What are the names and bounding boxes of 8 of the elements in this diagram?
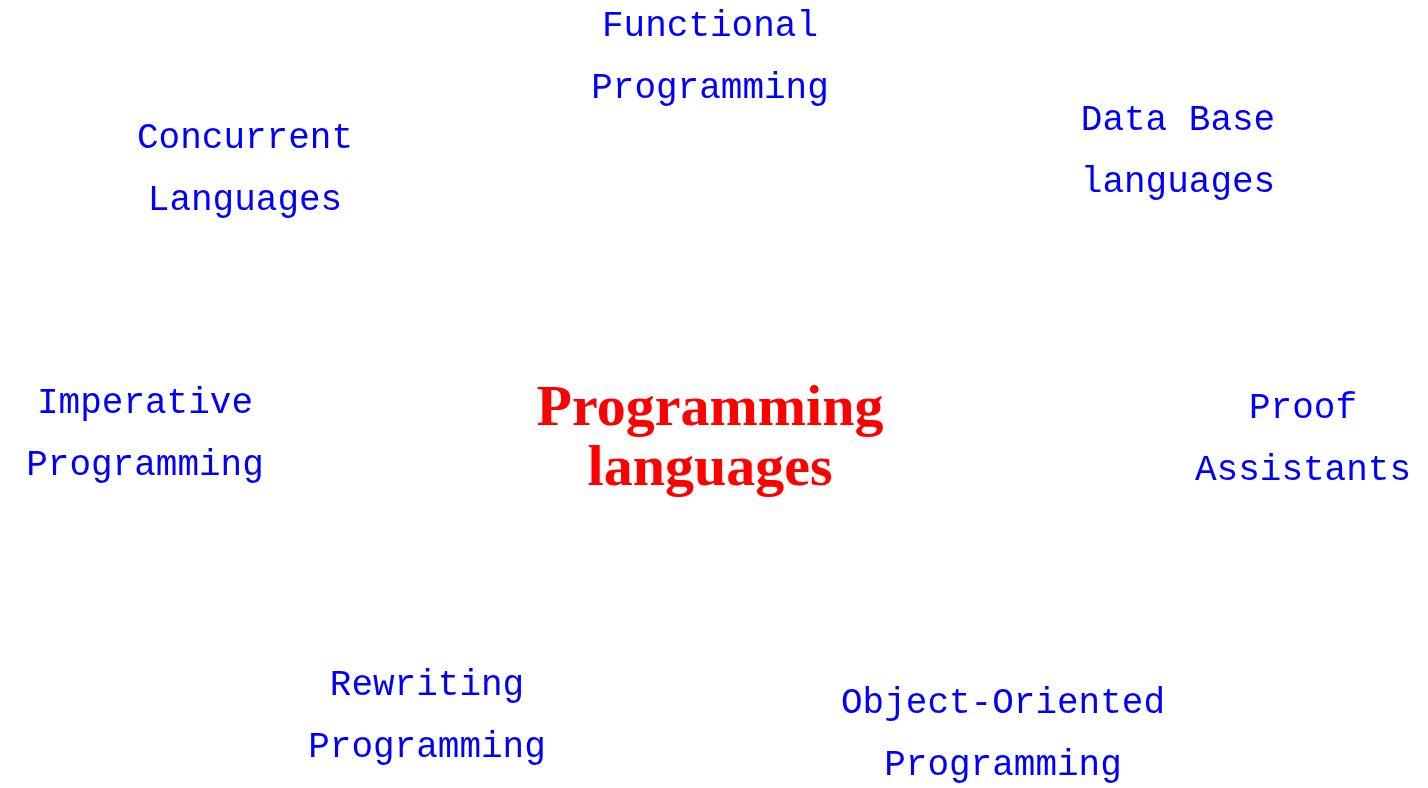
category-label: Concurrent Languages — [135, 117, 354, 223]
category-label: Data Base languages — [1079, 99, 1277, 205]
category-label: Rewriting Programming — [308, 664, 546, 770]
central-title: Programming languages — [535, 376, 885, 496]
category-label: Functional Programming — [591, 5, 829, 111]
category-label: Object-Oriented Programming — [839, 682, 1167, 788]
category-label: Proof Assistants — [1193, 387, 1412, 493]
category-label: Imperative Programming — [26, 382, 264, 488]
